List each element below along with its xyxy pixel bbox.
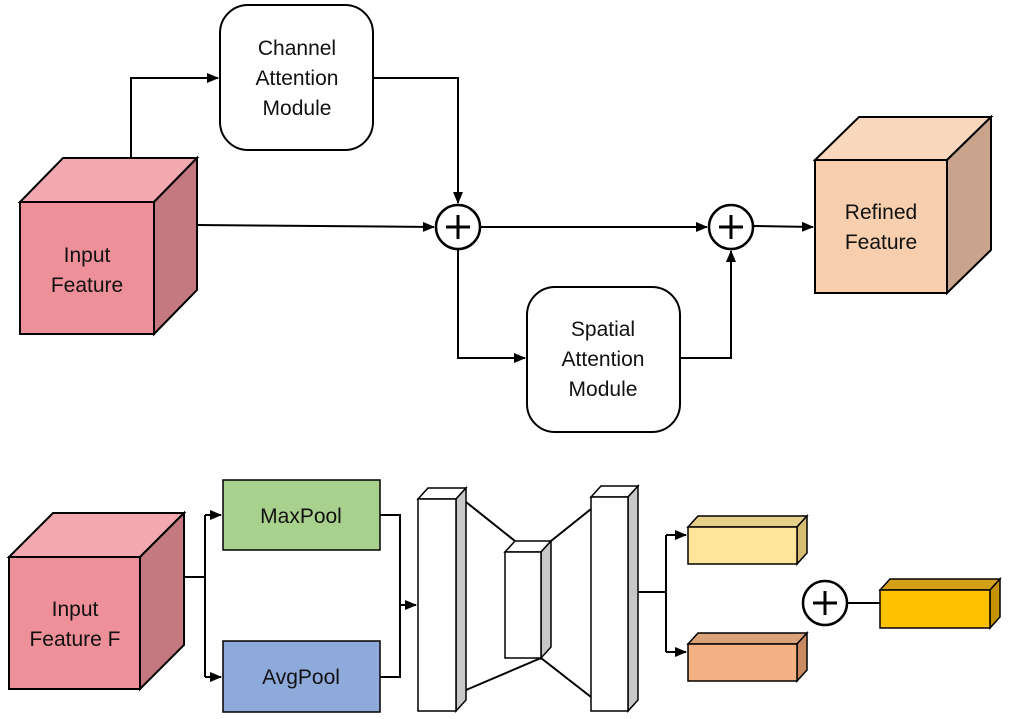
input-feature-f-cube: Input Feature F (6, 510, 187, 692)
mlp-block-left-side (455, 486, 467, 713)
plus-circle-1 (434, 203, 482, 251)
input-feature-cube-front (19, 201, 155, 335)
avgpool-label: AvgPool (262, 666, 340, 689)
mlp-block-middle-side (540, 539, 552, 660)
mlp-block-right (589, 484, 640, 713)
pool-branch-connectors (184, 510, 417, 682)
maxpool-label: MaxPool (260, 505, 342, 528)
spatial-attention-label-line2: Attention (562, 348, 645, 371)
yellow-output-bar (686, 514, 809, 566)
refined-feature-cube-front (814, 159, 948, 294)
spatial-attention-label-line1: Spatial (571, 318, 635, 341)
spatial-attention-label-line3: Module (569, 378, 638, 401)
mlp-block-left (416, 486, 468, 713)
arrow-plus2-to-refined (752, 221, 814, 232)
input-feature-label-line1: Input (64, 244, 111, 267)
input-feature-cube: Input Feature (17, 155, 200, 337)
output-branch-connectors (638, 530, 687, 657)
channel-attention-label-line1: Channel (258, 37, 336, 60)
arrow-plus1-to-spatial (457, 249, 526, 363)
channel-attention-label-line3: Module (263, 97, 332, 120)
spatial-attention-module: Spatial Attention Module (526, 286, 681, 433)
input-feature-label-line2: Feature (51, 274, 123, 297)
mlp-block-right-front (590, 496, 629, 712)
orange-output-bar (686, 631, 809, 683)
mlp-block-middle (503, 539, 553, 660)
mlp-block-left-front (417, 498, 457, 712)
refined-feature-label-line2: Feature (845, 231, 917, 254)
mlp-block-right-side (627, 484, 639, 713)
input-feature-f-label-line1: Input (52, 598, 99, 621)
channel-attention-module: Channel Attention Module (219, 4, 374, 151)
plus-circle-2 (707, 203, 755, 251)
input-feature-f-cube-front (8, 556, 141, 690)
channel-attention-label-line2: Attention (256, 67, 339, 90)
mlp-trapezoid-lines (465, 501, 592, 698)
spatial-attention-box (526, 286, 681, 433)
arrow-input-to-plus1 (196, 221, 435, 232)
avgpool-box: AvgPool (222, 640, 381, 713)
maxpool-box: MaxPool (222, 479, 381, 551)
maxpool-rect (222, 479, 381, 551)
refined-feature-cube: Refined Feature (812, 114, 994, 296)
top-connectors (130, 73, 814, 363)
orange-output-bar-front (687, 643, 798, 682)
arrow-channel-to-plus1 (373, 77, 463, 204)
gold-output-bar-top (878, 578, 1002, 591)
yellow-output-bar-top (686, 515, 809, 528)
gold-output-bar (878, 577, 1002, 630)
gold-output-bar-front (879, 589, 991, 629)
arrow-input-to-channel (130, 73, 219, 158)
orange-output-bar-top (686, 632, 809, 645)
yellow-output-bar-front (687, 526, 798, 565)
input-feature-f-label-line2: Feature F (29, 628, 120, 651)
mlp-block-middle-front (504, 551, 542, 659)
arrow-spatial-to-plus2 (680, 250, 736, 359)
refined-feature-label-line1: Refined (845, 201, 917, 224)
plus-circle-bottom (801, 579, 849, 627)
